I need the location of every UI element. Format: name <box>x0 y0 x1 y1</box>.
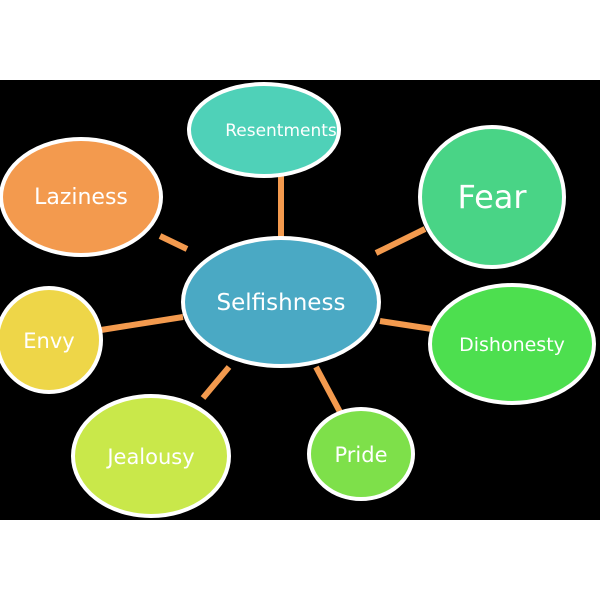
bottom-white-margin <box>0 520 600 600</box>
node-envy-label: Envy <box>23 329 74 353</box>
connector-jealousy <box>200 365 232 400</box>
connector-fear <box>374 226 427 256</box>
node-fear: Fear <box>418 125 566 269</box>
connector-dishonesty <box>379 318 433 332</box>
node-fear-shape <box>418 125 566 269</box>
node-pride-label: Pride <box>334 443 387 467</box>
node-dishonesty-shape <box>428 283 596 405</box>
node-fear-label: Fear <box>457 178 527 216</box>
node-envy: Envy <box>0 286 103 394</box>
node-dishonesty: Dishonesty <box>428 283 596 405</box>
node-resentments-label: Resentments <box>225 121 337 141</box>
connector-laziness <box>158 233 189 252</box>
center-node-label: Selfishness <box>217 290 346 316</box>
node-dishonesty-label: Dishonesty <box>459 334 565 356</box>
node-resentments-shape <box>187 82 341 178</box>
node-selfishness: Selfishness <box>181 236 381 368</box>
node-resentments: Resentments <box>187 82 341 178</box>
node-laziness-shape <box>0 137 163 257</box>
center-node-shape <box>181 236 381 368</box>
node-envy-shape <box>0 286 103 394</box>
node-pride-shape <box>307 407 415 501</box>
connectors <box>100 176 433 414</box>
node-pride: Pride <box>307 407 415 501</box>
node-laziness: Laziness <box>0 137 163 257</box>
node-laziness-label: Laziness <box>34 185 128 210</box>
top-white-margin <box>0 0 600 80</box>
node-jealousy-label: Jealousy <box>105 445 194 469</box>
connector-pride <box>313 365 343 414</box>
node-jealousy: Jealousy <box>71 394 231 518</box>
node-jealousy-shape <box>71 394 231 518</box>
connector-envy <box>100 314 184 333</box>
